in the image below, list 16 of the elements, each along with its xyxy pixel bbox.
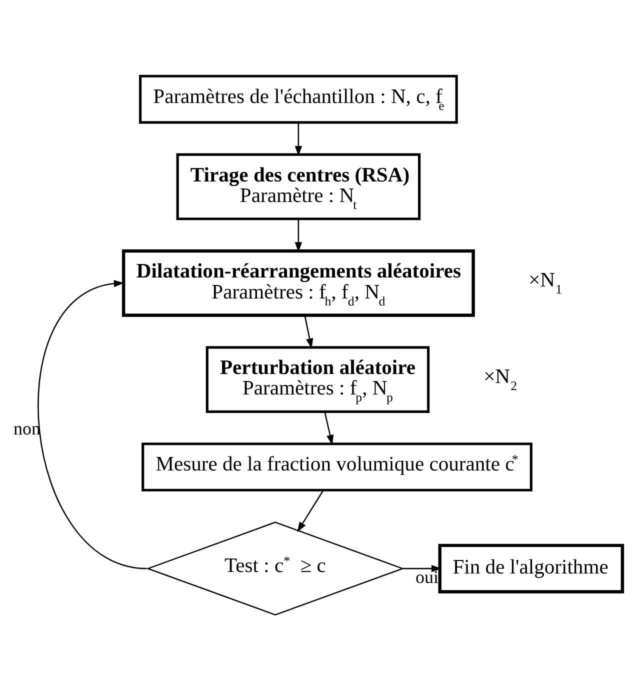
node-box: Paramètres de l'échantillon : N, c, f$_{e}$ bbox=[139, 74, 458, 124]
edge-label: oui bbox=[416, 566, 439, 587]
arrow bbox=[294, 122, 302, 156]
node-box: Mesure de la fraction volumique courante c$^{*}$ bbox=[142, 442, 532, 492]
arrow bbox=[402, 564, 442, 572]
arrow bbox=[294, 219, 302, 252]
node-box: Fin de l'algorithme bbox=[438, 544, 624, 594]
node-label: ×N$_{2}$ bbox=[484, 366, 518, 394]
node-box: Tirage des centres (RSA) Paramètre : N$_{t}$ bbox=[176, 153, 421, 220]
arrow bbox=[324, 412, 334, 446]
arrow bbox=[38, 280, 147, 570]
arrow bbox=[304, 316, 314, 349]
node-box: Dilatation-réarrangements aléatoires Paramètres : f$_{h}$, f$_{d}$, N$_{d}$ bbox=[122, 249, 475, 317]
node-label: ×N$_{1}$ bbox=[528, 270, 562, 297]
node-box: Perturbation aléatoire Paramètres : f$_{p}$, N$_{p}$ bbox=[206, 346, 430, 413]
arrow bbox=[297, 490, 324, 532]
